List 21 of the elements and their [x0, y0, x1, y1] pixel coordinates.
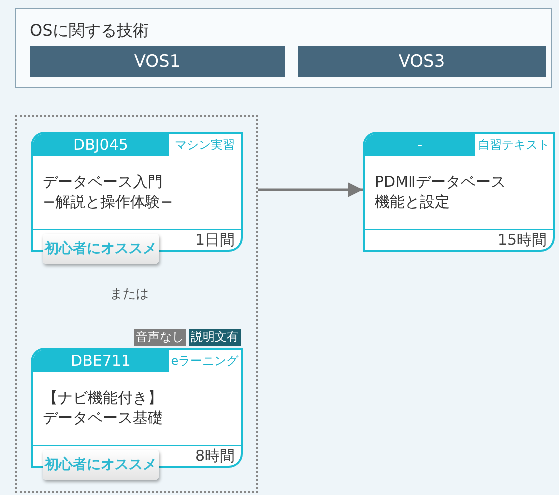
course-title: データベース入門−解説と操作体験− [43, 172, 174, 212]
course-code: DBE711 [33, 350, 169, 372]
course-title: PDMⅡデータベース機能と設定 [375, 172, 506, 212]
duration: 8時間 [195, 446, 235, 466]
connector-word: または [110, 286, 149, 303]
category-title: OSに関する技術 [30, 21, 149, 42]
arrow [258, 182, 363, 198]
group-frame [15, 115, 258, 493]
course-code: - [365, 134, 475, 156]
course-title: 【ナビ機能付き】データベース基礎 [43, 388, 163, 428]
level-bar: VOS1 [30, 46, 285, 77]
category-panel [15, 8, 552, 88]
duration: 1日間 [195, 230, 235, 250]
recommend-badge: 初心者にオススメ [43, 450, 159, 480]
recommend-badge: 初心者にオススメ [43, 234, 159, 264]
course-code: DBJ045 [33, 134, 169, 156]
duration: 15時間 [498, 230, 547, 250]
info-badge: 説明文有 [189, 329, 241, 346]
course-card [363, 132, 555, 252]
info-badge: 音声なし [134, 329, 186, 346]
level-bar: VOS3 [298, 46, 546, 77]
